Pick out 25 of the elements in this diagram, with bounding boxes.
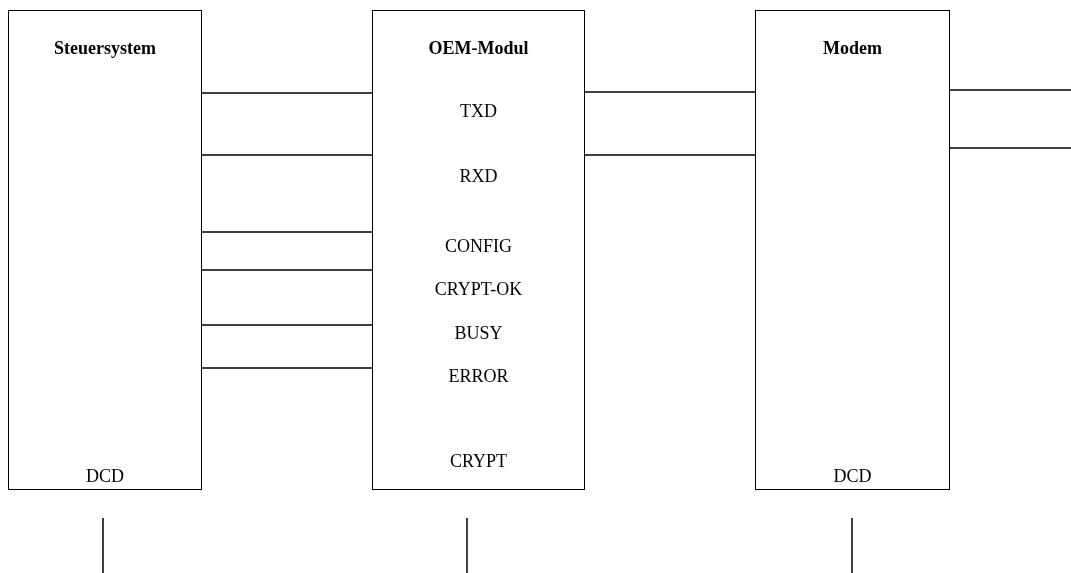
signal-label: RXD <box>458 165 499 187</box>
signal-label: TXD <box>459 100 498 122</box>
signal-label: CRYPT <box>449 450 508 472</box>
signal-label: CONFIG <box>444 235 513 257</box>
pin-label: DCD <box>85 465 125 487</box>
signal-line <box>201 154 373 156</box>
module-box <box>8 10 202 490</box>
signal-label: CRYPT-OK <box>433 278 524 300</box>
signal-line <box>949 147 1071 149</box>
module-title: Modem <box>822 37 883 59</box>
module-box <box>755 10 950 490</box>
signal-line <box>201 92 373 94</box>
signal-label: BUSY <box>453 322 504 344</box>
module-title: Steuersystem <box>53 37 157 59</box>
signal-line <box>949 89 1071 91</box>
signal-line <box>201 231 373 233</box>
signal-line <box>584 154 756 156</box>
signal-line <box>584 91 756 93</box>
signal-line <box>201 269 373 271</box>
signal-label: ERROR <box>447 365 510 387</box>
pin-label: DCD <box>832 465 873 487</box>
module-title: OEM-Modul <box>427 37 530 59</box>
signal-line <box>201 324 373 326</box>
module-box <box>372 10 585 490</box>
signal-line <box>201 367 373 369</box>
